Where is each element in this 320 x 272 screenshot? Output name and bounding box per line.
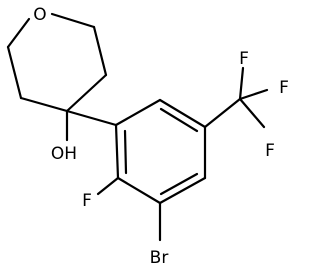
- bond-cf3-f-bottom: [238, 97, 266, 129]
- bond-c2-c3: [6, 45, 23, 100]
- bond-c4-aryl: [65, 109, 118, 127]
- bond-c1-c2: [114, 123, 120, 180]
- bond-c2-f: [96, 176, 120, 196]
- atom-f-cf3-top: F: [239, 49, 249, 69]
- oxane-ring: [6, 12, 108, 113]
- bond-c6-c1: [114, 98, 162, 127]
- bond-c5-cf3: [203, 97, 242, 129]
- bond-c2-c3: [116, 176, 162, 205]
- inner-bond-c5-c6: [159, 107, 199, 133]
- atom-f-cf3-right: F: [279, 78, 289, 98]
- structure-diagram: O OH F Br F F F: [6, 5, 289, 268]
- atom-o-ring: O: [33, 5, 46, 25]
- inner-bond-c3-c4: [159, 172, 199, 196]
- bond-c3-c4: [19, 96, 69, 113]
- atom-f-aryl: F: [82, 191, 92, 211]
- atom-br: Br: [150, 248, 169, 268]
- bond-c5-c6: [92, 25, 108, 77]
- bond-c5-c6: [158, 98, 207, 129]
- bond-o-c2: [6, 17, 31, 49]
- bond-c4-c5: [65, 73, 108, 113]
- benzene-ring: [114, 98, 207, 205]
- atom-f-cf3-bottom: F: [265, 141, 275, 161]
- bond-c3-c4: [158, 176, 207, 205]
- bond-cf3-f-right: [238, 88, 269, 101]
- inner-bond-c1-c2: [123, 129, 128, 175]
- bond-c6-o: [50, 12, 96, 29]
- bond-cf3-f-top: [238, 66, 245, 101]
- atom-hydroxyl: OH: [51, 144, 77, 164]
